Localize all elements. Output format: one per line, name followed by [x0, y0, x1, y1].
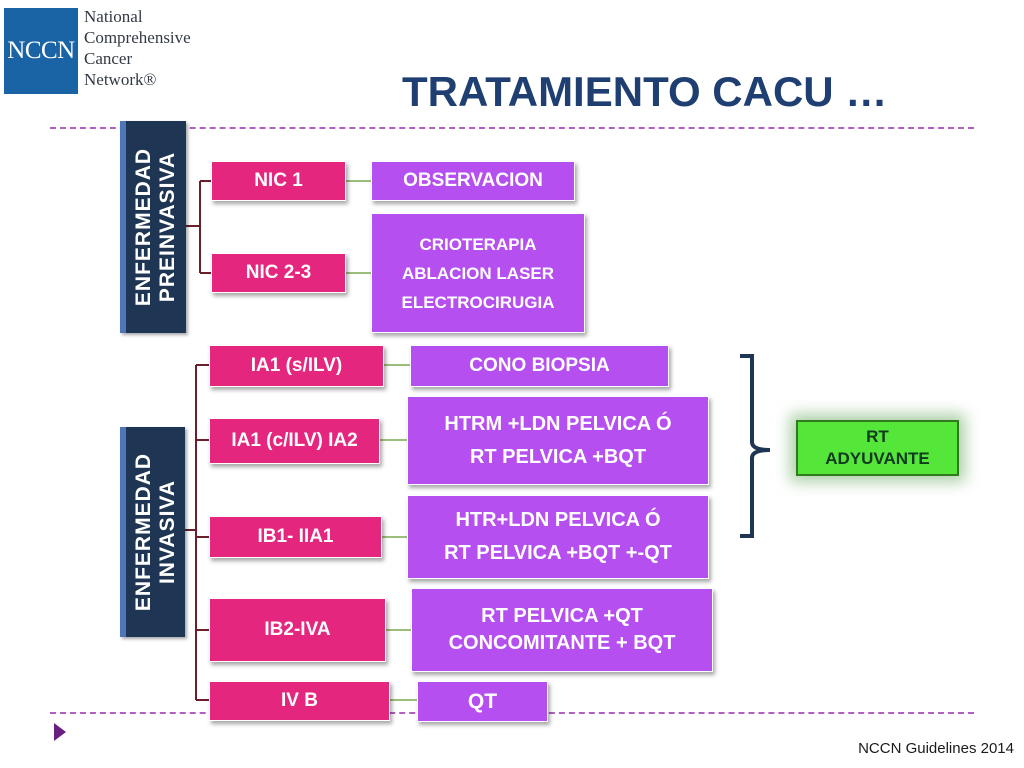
- group-label: PREINVASIVA: [156, 151, 179, 303]
- treatment-line: ABLACION LASER: [401, 263, 555, 283]
- group-preinvasive: ENFERMEDAD PREINVASIVA: [120, 121, 186, 333]
- play-triangle-icon: [54, 723, 66, 741]
- group-invasive: ENFERMEDAD INVASIVA: [120, 427, 185, 637]
- treatment-line: QT: [467, 689, 498, 713]
- stage-ia1-silv: IA1 (s/ILV): [209, 345, 384, 387]
- group-label: ENFERMEDAD: [131, 452, 155, 612]
- treatment-ia1-silv: CONO BIOPSIA: [410, 345, 669, 387]
- treatment-line: RT PELVICA +QT: [481, 605, 643, 627]
- stage-nic1: NIC 1: [211, 161, 346, 201]
- logo-line: Comprehensive: [84, 28, 191, 47]
- treatment-ib2: RT PELVICA +QT CONCOMITANTE + BQT: [411, 588, 713, 672]
- adjuvant-line: ADYUVANTE: [825, 449, 930, 468]
- treatment-line: OBSERVACION: [403, 170, 543, 191]
- treatment-line: RT PELVICA +BQT +-QT: [444, 542, 672, 564]
- logo-line: Network®: [84, 70, 157, 89]
- treatment-nic1: OBSERVACION: [371, 161, 575, 201]
- group-label: INVASIVA: [155, 479, 179, 585]
- stage-ib2: IB2-IVA: [209, 598, 386, 662]
- stage-ib1: IB1- IIA1: [209, 516, 382, 558]
- treatment-nic23: CRIOTERAPIA ABLACION LASER ELECTROCIRUGI…: [371, 213, 585, 333]
- footer-source: NCCN Guidelines 2014: [858, 740, 1014, 757]
- treatment-ia1-cilv: HTRM +LDN PELVICA Ó RT PELVICA +BQT: [407, 396, 709, 485]
- adjuvant-line: RT: [866, 427, 889, 446]
- treatment-line: RT PELVICA +BQT: [469, 445, 647, 468]
- group-label: ENFERMEDAD: [132, 147, 155, 307]
- treatment-ivb: QT: [417, 681, 548, 722]
- treatment-ib1: HTR+LDN PELVICA Ó RT PELVICA +BQT +-QT: [407, 495, 709, 579]
- slide-title: TRATAMIENTO CACU …: [402, 68, 888, 115]
- logo-line: National: [84, 7, 143, 26]
- treatment-line: HTRM +LDN PELVICA Ó: [444, 412, 672, 435]
- logo-wordmark: National Comprehensive Cancer Network®: [84, 6, 191, 90]
- logo-line: Cancer: [84, 49, 133, 68]
- adjuvant-box: RT ADYUVANTE: [796, 420, 959, 476]
- nccn-logo: NCCN: [4, 8, 78, 94]
- stage-ia1-cilv: IA1 (c/ILV) IA2: [209, 418, 380, 464]
- stage-ivb: IV B: [209, 681, 390, 721]
- bracket-icon: [740, 354, 771, 538]
- treatment-line: HTR+LDN PELVICA Ó: [455, 509, 661, 531]
- logo-acronym: NCCN: [7, 37, 75, 64]
- treatment-line: ELECTROCIRUGIA: [401, 292, 555, 312]
- top-divider: [50, 127, 974, 129]
- treatment-line: CONO BIOPSIA: [469, 355, 610, 376]
- treatment-line: CRIOTERAPIA: [419, 234, 537, 254]
- treatment-line: CONCOMITANTE + BQT: [448, 632, 676, 654]
- stage-nic23: NIC 2-3: [211, 253, 346, 293]
